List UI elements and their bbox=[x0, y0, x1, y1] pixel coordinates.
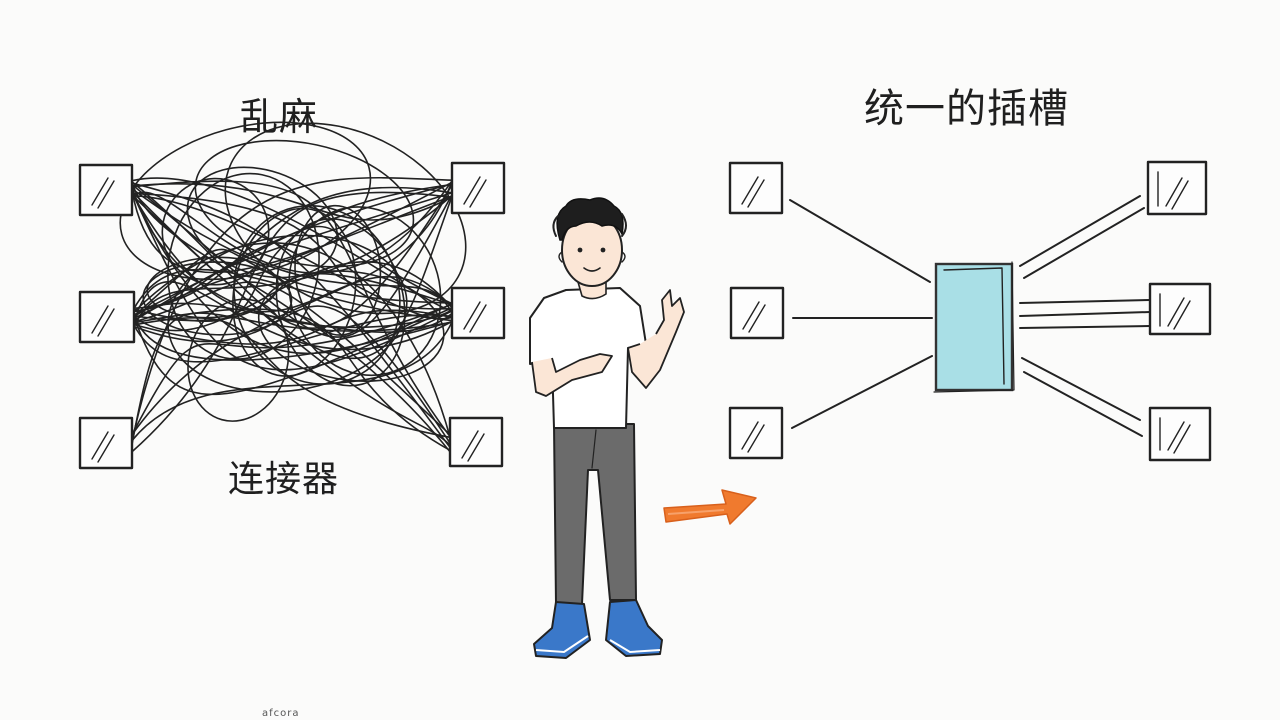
tangle-wire bbox=[131, 190, 453, 359]
tangle-wire bbox=[131, 182, 451, 449]
tangle-wire bbox=[131, 195, 453, 320]
port-box-icon bbox=[728, 406, 784, 460]
arrow-right-icon bbox=[663, 489, 757, 525]
tangle-loop bbox=[257, 270, 445, 382]
port-box-icon bbox=[78, 290, 136, 344]
tangle-loop bbox=[294, 204, 382, 336]
unified-slot-icon bbox=[933, 261, 1015, 393]
tangle-wire bbox=[133, 260, 453, 332]
tangle-loop bbox=[187, 298, 290, 422]
tangle-wire bbox=[131, 180, 451, 438]
tangle-loop bbox=[119, 121, 372, 281]
tangle-wire bbox=[131, 180, 453, 436]
right-port-boxes bbox=[728, 160, 1212, 462]
tangle-wire bbox=[133, 317, 451, 439]
tangle-wire bbox=[133, 309, 453, 345]
port-box-icon bbox=[450, 161, 506, 215]
tangle-wire bbox=[133, 248, 453, 317]
port-box-icon bbox=[1148, 406, 1212, 462]
left-port-boxes bbox=[78, 161, 506, 470]
tangle-wire bbox=[131, 176, 453, 442]
unified-connections bbox=[789, 195, 1151, 437]
tangle-loop bbox=[232, 207, 357, 377]
tangle-wire bbox=[133, 314, 453, 363]
tangle-wire bbox=[133, 305, 451, 444]
tangle-wire bbox=[133, 225, 453, 316]
port-box-icon bbox=[728, 161, 784, 215]
tangle-wire bbox=[131, 303, 453, 436]
port-box-icon bbox=[78, 416, 134, 470]
tangle-wire bbox=[131, 185, 453, 329]
port-box-icon bbox=[1146, 160, 1208, 216]
connectors-caption: 连接器 bbox=[228, 459, 340, 500]
port-box-icon bbox=[450, 286, 506, 340]
tangle-wire bbox=[133, 312, 453, 361]
tangle-wire bbox=[131, 177, 453, 312]
tangle-loop bbox=[167, 234, 408, 393]
tangle-loop bbox=[224, 122, 467, 315]
watermark: afcora bbox=[262, 708, 300, 719]
tangle-wire bbox=[131, 187, 453, 314]
port-box-icon bbox=[1148, 282, 1212, 336]
port-box-icon bbox=[729, 286, 785, 340]
unified-slot-title: 统一的插槽 bbox=[864, 86, 1069, 132]
tangle-wire bbox=[133, 306, 453, 396]
tangle-loop bbox=[288, 206, 442, 377]
tangle-loop bbox=[161, 177, 270, 286]
tangle-title: 乱麻 bbox=[240, 95, 319, 139]
presenter-figure bbox=[529, 197, 685, 659]
tangle-wires bbox=[119, 121, 467, 453]
tangle-loop bbox=[167, 172, 320, 360]
port-box-icon bbox=[78, 163, 134, 217]
tangle-wire bbox=[133, 281, 453, 351]
port-box-icon bbox=[448, 416, 504, 468]
tangle-wire bbox=[133, 186, 453, 310]
tangle-loop bbox=[233, 204, 401, 385]
tangle-loop bbox=[186, 166, 338, 279]
tangle-wire bbox=[133, 308, 451, 452]
tangle-loop bbox=[142, 261, 293, 336]
tangle-loop bbox=[146, 256, 279, 319]
tangle-wire bbox=[131, 183, 453, 221]
tangle-wire bbox=[131, 321, 453, 442]
